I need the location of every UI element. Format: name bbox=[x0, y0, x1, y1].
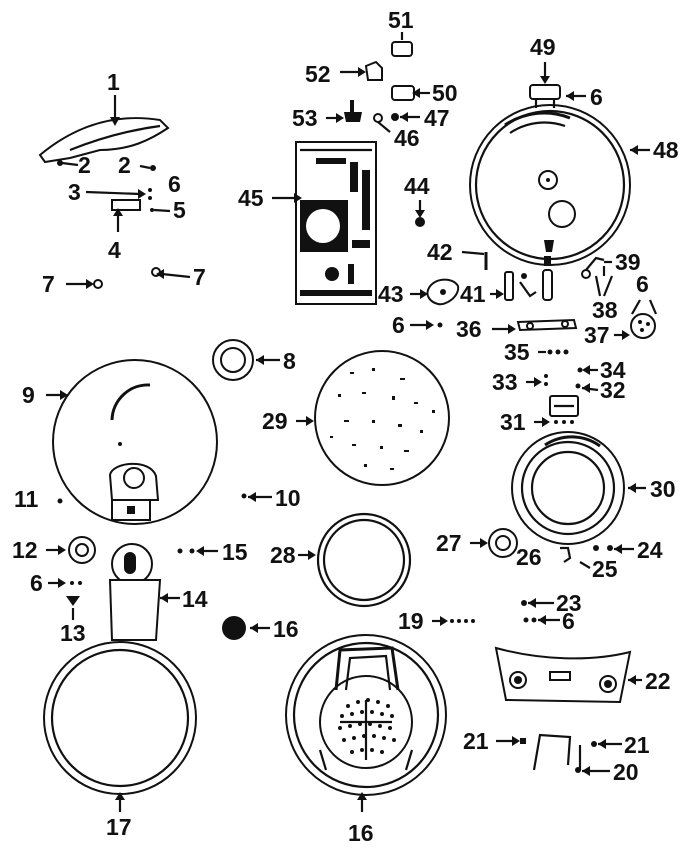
label-20: 20 bbox=[613, 759, 639, 785]
label-6b: 6 bbox=[590, 84, 603, 110]
inner-pot bbox=[469, 84, 631, 266]
label-37: 37 bbox=[584, 322, 610, 348]
label-52: 52 bbox=[305, 61, 331, 87]
label-39: 39 bbox=[615, 249, 641, 275]
control-panel-22 bbox=[494, 646, 632, 704]
label-21b: 21 bbox=[624, 732, 650, 758]
label-30: 30 bbox=[650, 476, 676, 502]
label-46: 46 bbox=[394, 125, 420, 151]
label-14: 14 bbox=[182, 586, 208, 612]
label-6c: 6 bbox=[636, 271, 649, 297]
label-34: 34 bbox=[600, 357, 626, 383]
gasket-17 bbox=[43, 641, 197, 795]
label-28: 28 bbox=[270, 542, 296, 568]
label-10: 10 bbox=[275, 485, 301, 511]
label-16b: 16 bbox=[348, 820, 374, 846]
handle-part bbox=[38, 117, 170, 164]
label-4: 4 bbox=[108, 237, 121, 263]
seal-ring-28 bbox=[316, 512, 412, 608]
label-26: 26 bbox=[516, 544, 542, 570]
label-32: 32 bbox=[600, 377, 626, 403]
label-45: 45 bbox=[238, 185, 264, 211]
label-6d: 6 bbox=[392, 312, 405, 338]
label-27: 27 bbox=[436, 530, 462, 556]
base-unit bbox=[295, 141, 377, 305]
label-36: 36 bbox=[456, 316, 482, 342]
label-1: 1 bbox=[107, 69, 120, 95]
label-53: 53 bbox=[292, 105, 318, 131]
label-9: 9 bbox=[22, 382, 35, 408]
label-42: 42 bbox=[427, 239, 453, 265]
label-31: 31 bbox=[500, 409, 526, 435]
label-6f: 6 bbox=[562, 608, 575, 634]
label-12: 12 bbox=[12, 537, 38, 563]
label-16a: 16 bbox=[273, 616, 299, 642]
label-25: 25 bbox=[592, 556, 618, 582]
label-41: 41 bbox=[460, 281, 486, 307]
heating-ring-30 bbox=[511, 431, 625, 545]
label-15: 15 bbox=[222, 539, 248, 565]
label-43: 43 bbox=[378, 281, 404, 307]
label-8: 8 bbox=[283, 348, 296, 374]
label-13: 13 bbox=[60, 620, 86, 646]
label-2b: 2 bbox=[118, 152, 131, 178]
label-2a: 2 bbox=[78, 152, 91, 178]
label-6a: 6 bbox=[168, 171, 181, 197]
label-3: 3 bbox=[68, 179, 81, 205]
label-29: 29 bbox=[262, 408, 288, 434]
lid-part bbox=[52, 359, 218, 525]
label-11: 11 bbox=[14, 486, 39, 512]
label-51: 51 bbox=[388, 7, 414, 33]
label-48: 48 bbox=[653, 137, 679, 163]
label-23: 23 bbox=[556, 590, 582, 616]
label-17: 17 bbox=[106, 814, 132, 840]
label-5: 5 bbox=[173, 197, 186, 223]
label-50: 50 bbox=[432, 80, 458, 106]
label-49: 49 bbox=[530, 34, 556, 60]
label-38: 38 bbox=[592, 297, 618, 323]
label-7b: 7 bbox=[193, 264, 206, 290]
filter-disc-29 bbox=[314, 350, 450, 486]
label-19: 19 bbox=[398, 608, 424, 634]
label-6e: 6 bbox=[30, 570, 43, 596]
label-7a: 7 bbox=[42, 271, 55, 297]
outer-housing-16 bbox=[285, 634, 447, 796]
valve-ring-8 bbox=[212, 339, 254, 381]
label-33: 33 bbox=[492, 369, 518, 395]
label-44: 44 bbox=[404, 173, 430, 199]
label-35: 35 bbox=[504, 339, 530, 365]
label-47: 47 bbox=[424, 105, 450, 131]
label-22: 22 bbox=[645, 668, 671, 694]
float-housing-14 bbox=[108, 543, 162, 641]
label-24: 24 bbox=[637, 537, 663, 563]
label-21a: 21 bbox=[463, 728, 489, 754]
